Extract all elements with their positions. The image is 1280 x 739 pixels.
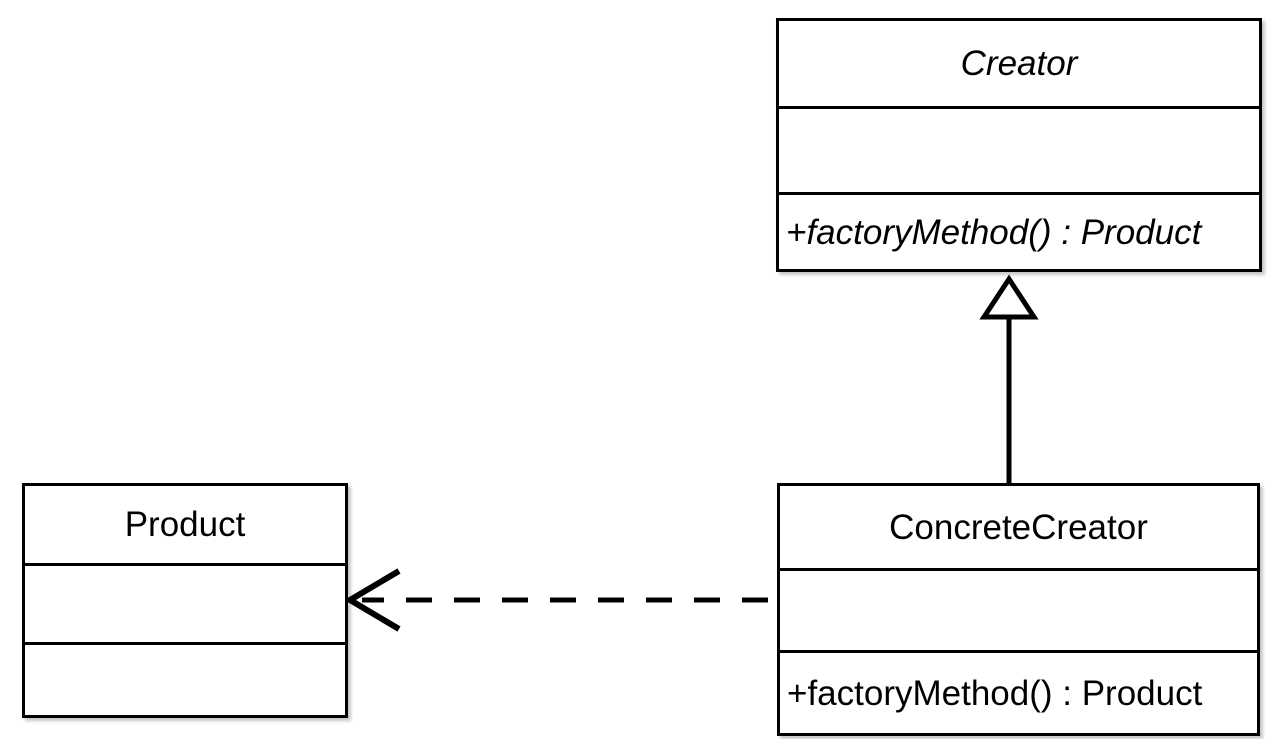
hollow-triangle-arrowhead-icon: [979, 274, 1039, 320]
dependency-connector[interactable]: [344, 568, 768, 632]
concrete-creator-name-compartment: ConcreteCreator: [780, 486, 1257, 568]
concrete-creator-class-name: ConcreteCreator: [889, 507, 1148, 547]
product-name-compartment: Product: [25, 486, 345, 563]
concrete-creator-operations-compartment: +factoryMethod() : Product: [780, 650, 1257, 733]
class-box-creator[interactable]: Creator +factoryMethod() : Product: [776, 18, 1262, 272]
product-attributes-compartment: [25, 563, 345, 642]
concrete-creator-attributes-compartment: [780, 568, 1257, 650]
product-operations-compartment: [25, 642, 345, 715]
concrete-creator-operation-factory-method: +factoryMethod() : Product: [787, 673, 1203, 713]
creator-attributes-compartment: [779, 106, 1259, 192]
product-class-name: Product: [124, 505, 246, 544]
generalization-connector[interactable]: [979, 274, 1039, 486]
creator-class-name: Creator: [960, 44, 1078, 83]
class-box-product[interactable]: Product: [22, 483, 348, 718]
creator-name-compartment: Creator: [779, 21, 1259, 106]
open-arrowhead-icon: [344, 568, 401, 632]
creator-operations-compartment: +factoryMethod() : Product: [779, 192, 1259, 269]
class-box-concrete-creator[interactable]: ConcreteCreator +factoryMethod() : Produ…: [777, 483, 1260, 736]
creator-operation-factory-method: +factoryMethod() : Product: [786, 212, 1202, 252]
